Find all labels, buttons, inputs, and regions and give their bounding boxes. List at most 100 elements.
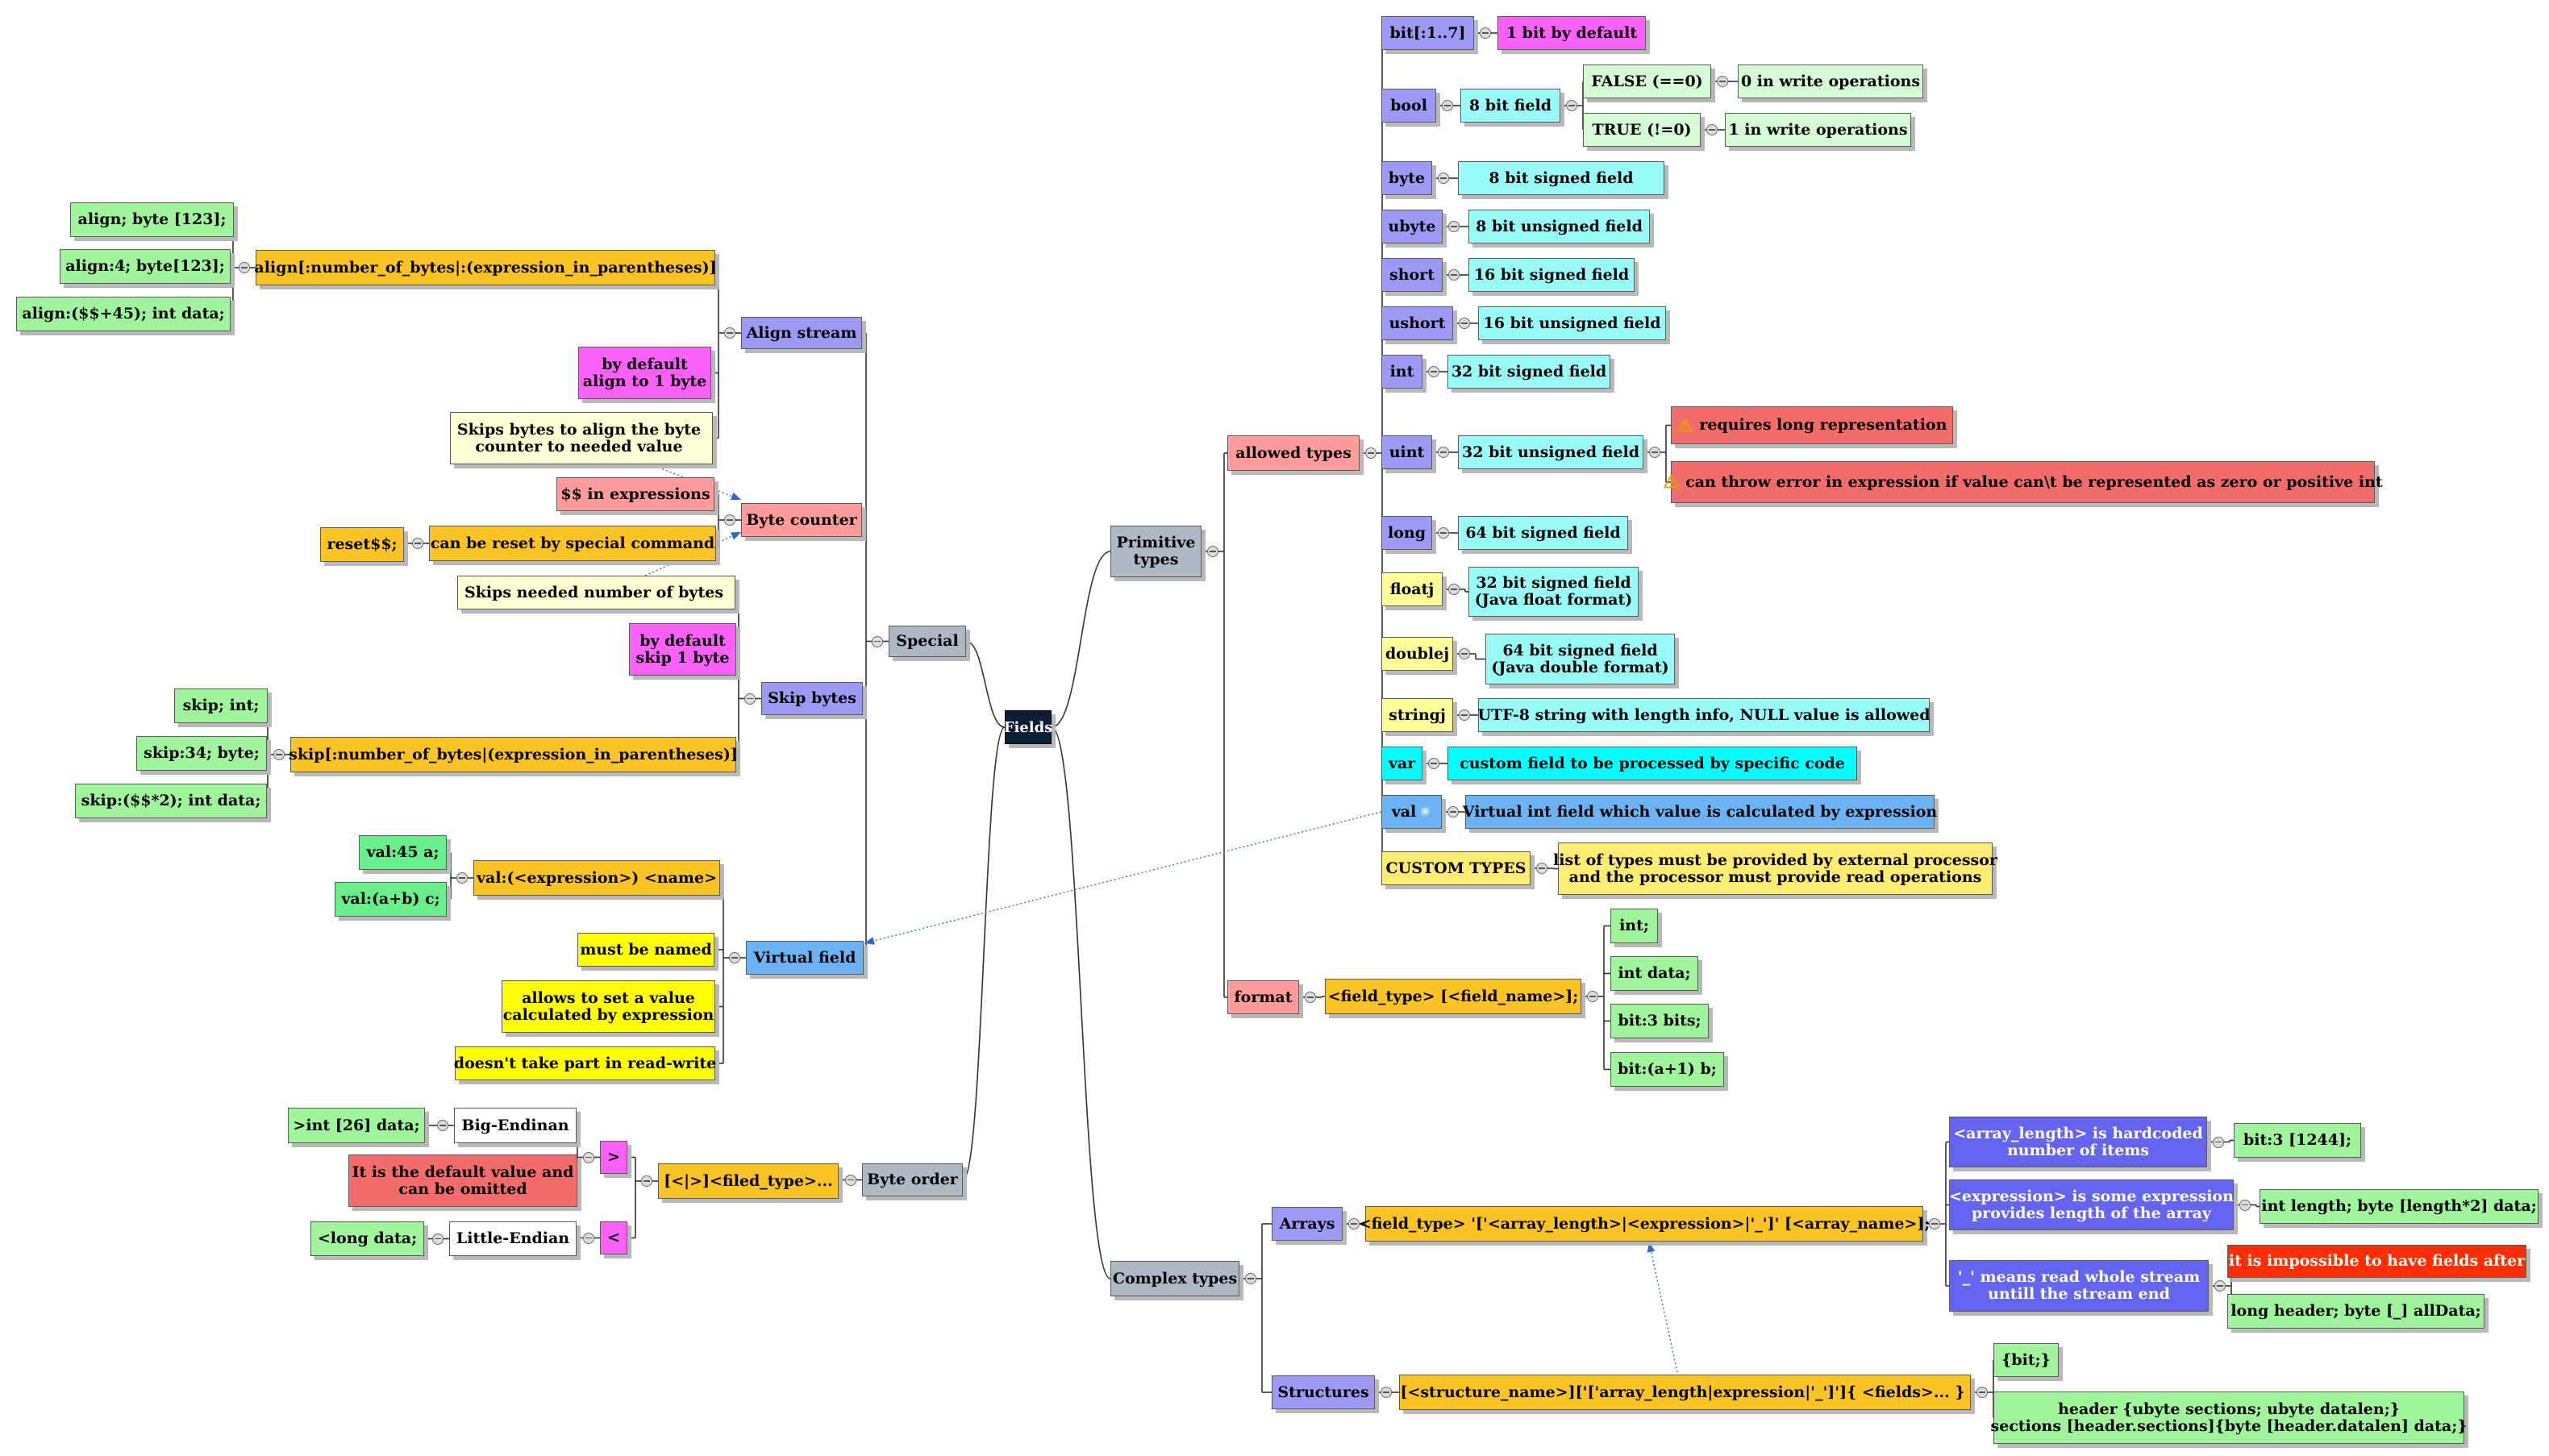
collapse-toggle[interactable] bbox=[437, 1120, 448, 1131]
collapse-toggle[interactable] bbox=[845, 1174, 856, 1186]
node-arrays: Arrays bbox=[1272, 1207, 1343, 1241]
node-must-named: must be named bbox=[577, 933, 714, 967]
node-little-endian-label: Little-Endian bbox=[456, 1229, 570, 1247]
collapse-toggle[interactable] bbox=[641, 1175, 652, 1187]
node-bo-syntax: [<|>]<filed_type>... bbox=[658, 1163, 839, 1199]
collapse-toggle[interactable] bbox=[1717, 76, 1728, 87]
node-root: Fields bbox=[1003, 710, 1053, 744]
node-bo-syntax-label: [<|>]<filed_type>... bbox=[664, 1171, 833, 1190]
node-big-endian-label: Big-Endinan bbox=[461, 1116, 569, 1134]
node-t-doublej-d: 64 bit signed field (Java double format) bbox=[1485, 634, 1675, 684]
node-t-true: TRUE (!=0) bbox=[1583, 113, 1701, 147]
node-struct-ex1-label: {bit;} bbox=[2001, 1350, 2051, 1369]
collapse-toggle[interactable] bbox=[1459, 709, 1470, 721]
collapse-toggle[interactable] bbox=[1448, 221, 1460, 232]
node-t-stringj-d: UTF-8 string with length info, NULL valu… bbox=[1478, 698, 1930, 732]
node-virtual-field-label: Virtual field bbox=[753, 948, 856, 967]
collapse-toggle[interactable] bbox=[2214, 1280, 2226, 1292]
node-root-label: Fields bbox=[1003, 718, 1053, 736]
collapse-toggle[interactable] bbox=[1929, 1218, 1940, 1229]
collapse-toggle[interactable] bbox=[744, 693, 756, 705]
node-byte-order: Byte order bbox=[862, 1163, 963, 1196]
node-struct-ex2: header {ubyte sections; ubyte datalen;} … bbox=[1991, 1392, 2467, 1444]
collapse-toggle[interactable] bbox=[1207, 546, 1218, 557]
node-t-uint-d-label: 32 bit unsigned field bbox=[1462, 443, 1639, 461]
node-skip-needed-label: Skips needed number of bytes bbox=[464, 583, 724, 601]
node-t-uint-w2-label: can throw error in expression if value c… bbox=[1685, 472, 2383, 491]
collapse-toggle[interactable] bbox=[872, 635, 883, 647]
collapse-toggle[interactable] bbox=[1428, 758, 1439, 769]
collapse-toggle[interactable] bbox=[583, 1151, 594, 1163]
node-t-uint-w1-label: requires long representation bbox=[1699, 416, 1947, 434]
collapse-toggle[interactable] bbox=[1536, 863, 1547, 874]
collapse-toggle[interactable] bbox=[1381, 1387, 1392, 1398]
node-skip-syntax-label: skip[:number_of_bytes|(expression_in_par… bbox=[289, 745, 738, 763]
node-be-default-label: It is the default value and can be omitt… bbox=[352, 1163, 574, 1198]
collapse-toggle[interactable] bbox=[1649, 447, 1660, 458]
collapse-toggle[interactable] bbox=[456, 872, 468, 884]
node-t-floatj-d: 32 bit signed field (Java float format) bbox=[1468, 567, 1639, 617]
node-t-doublej-label: doublej bbox=[1385, 644, 1450, 663]
node-t-true-label: TRUE (!=0) bbox=[1592, 120, 1692, 139]
collapse-toggle[interactable] bbox=[1447, 806, 1459, 817]
node-arrays-syntax-label: <field_type> '['<array_length>|<expressi… bbox=[1358, 1214, 1930, 1233]
node-allows-set: allows to set a value calculated by expr… bbox=[502, 980, 715, 1033]
node-lt-label: < bbox=[607, 1229, 620, 1246]
collapse-toggle[interactable] bbox=[2239, 1199, 2251, 1211]
collapse-toggle[interactable] bbox=[724, 327, 735, 339]
collapse-toggle[interactable] bbox=[1459, 318, 1470, 329]
collapse-toggle[interactable] bbox=[583, 1232, 594, 1244]
node-t-byte: byte bbox=[1381, 161, 1432, 195]
collapse-toggle[interactable] bbox=[1438, 173, 1449, 184]
node-t-ushort: ushort bbox=[1381, 306, 1453, 340]
node-arrays-label: Arrays bbox=[1279, 1214, 1335, 1233]
collapse-toggle[interactable] bbox=[1448, 584, 1460, 595]
collapse-toggle[interactable] bbox=[1428, 366, 1439, 377]
node-t-uint-d: 32 bit unsigned field bbox=[1458, 435, 1643, 469]
collapse-toggle[interactable] bbox=[1480, 27, 1491, 39]
collapse-toggle[interactable] bbox=[432, 1233, 444, 1245]
collapse-toggle[interactable] bbox=[273, 749, 285, 760]
collapse-toggle[interactable] bbox=[1348, 1218, 1360, 1229]
collapse-toggle[interactable] bbox=[1587, 991, 1598, 1002]
collapse-toggle[interactable] bbox=[239, 262, 250, 273]
node-skip-bytes-label: Skip bytes bbox=[768, 689, 856, 707]
node-arr-whole-w: it is impossible to have fields after bbox=[2227, 1245, 2526, 1278]
warning-icon: ⚠ bbox=[1663, 472, 1680, 493]
collapse-toggle[interactable] bbox=[1245, 1273, 1256, 1284]
collapse-toggle[interactable] bbox=[1442, 100, 1453, 111]
node-t-long: long bbox=[1381, 516, 1432, 550]
node-complex: Complex types bbox=[1110, 1261, 1239, 1296]
node-arr-hard-ex-label: bit:3 [1244]; bbox=[2243, 1131, 2351, 1149]
node-no-rw: doesn't take part in read-write bbox=[454, 1046, 716, 1080]
collapse-toggle[interactable] bbox=[412, 538, 423, 549]
collapse-toggle[interactable] bbox=[1448, 269, 1460, 281]
collapse-toggle[interactable] bbox=[1706, 124, 1718, 135]
collapse-toggle[interactable] bbox=[1305, 992, 1316, 1003]
collapse-toggle[interactable] bbox=[1976, 1387, 1988, 1398]
collapse-toggle[interactable] bbox=[724, 514, 735, 526]
collapse-toggle[interactable] bbox=[1459, 648, 1470, 659]
node-val-syntax: val:(<expression>) <name> bbox=[473, 860, 720, 896]
collapse-toggle[interactable] bbox=[1566, 100, 1577, 111]
node-skip-ex3-label: skip:($$*2); int data; bbox=[81, 792, 261, 809]
collapse-toggle[interactable] bbox=[1438, 527, 1449, 539]
collapse-toggle[interactable] bbox=[2213, 1136, 2224, 1148]
node-t-ushort-d-label: 16 bit unsigned field bbox=[1483, 314, 1661, 332]
node-t-bool-label: bool bbox=[1390, 96, 1427, 114]
warning-icon: ⚠ bbox=[1676, 414, 1693, 436]
collapse-toggle[interactable] bbox=[1365, 447, 1377, 459]
node-big-endian: Big-Endinan bbox=[454, 1108, 577, 1143]
collapse-toggle[interactable] bbox=[1438, 447, 1449, 458]
node-skip-default-label: by default skip 1 byte bbox=[635, 631, 730, 667]
collapse-toggle[interactable] bbox=[729, 952, 740, 963]
node-skip-syntax: skip[:number_of_bytes|(expression_in_par… bbox=[289, 737, 738, 772]
node-t-uint-label: uint bbox=[1389, 443, 1425, 461]
node-f-ex1-label: int; bbox=[1619, 917, 1649, 934]
node-arrays-syntax: <field_type> '['<array_length>|<expressi… bbox=[1359, 1206, 1930, 1242]
node-t-stringj-d-label: UTF-8 string with length info, NULL valu… bbox=[1477, 705, 1930, 724]
node-t-ubyte-label: ubyte bbox=[1388, 217, 1436, 235]
node-t-short-d-label: 16 bit signed field bbox=[1473, 265, 1630, 284]
node-must-named-label: must be named bbox=[580, 940, 712, 959]
